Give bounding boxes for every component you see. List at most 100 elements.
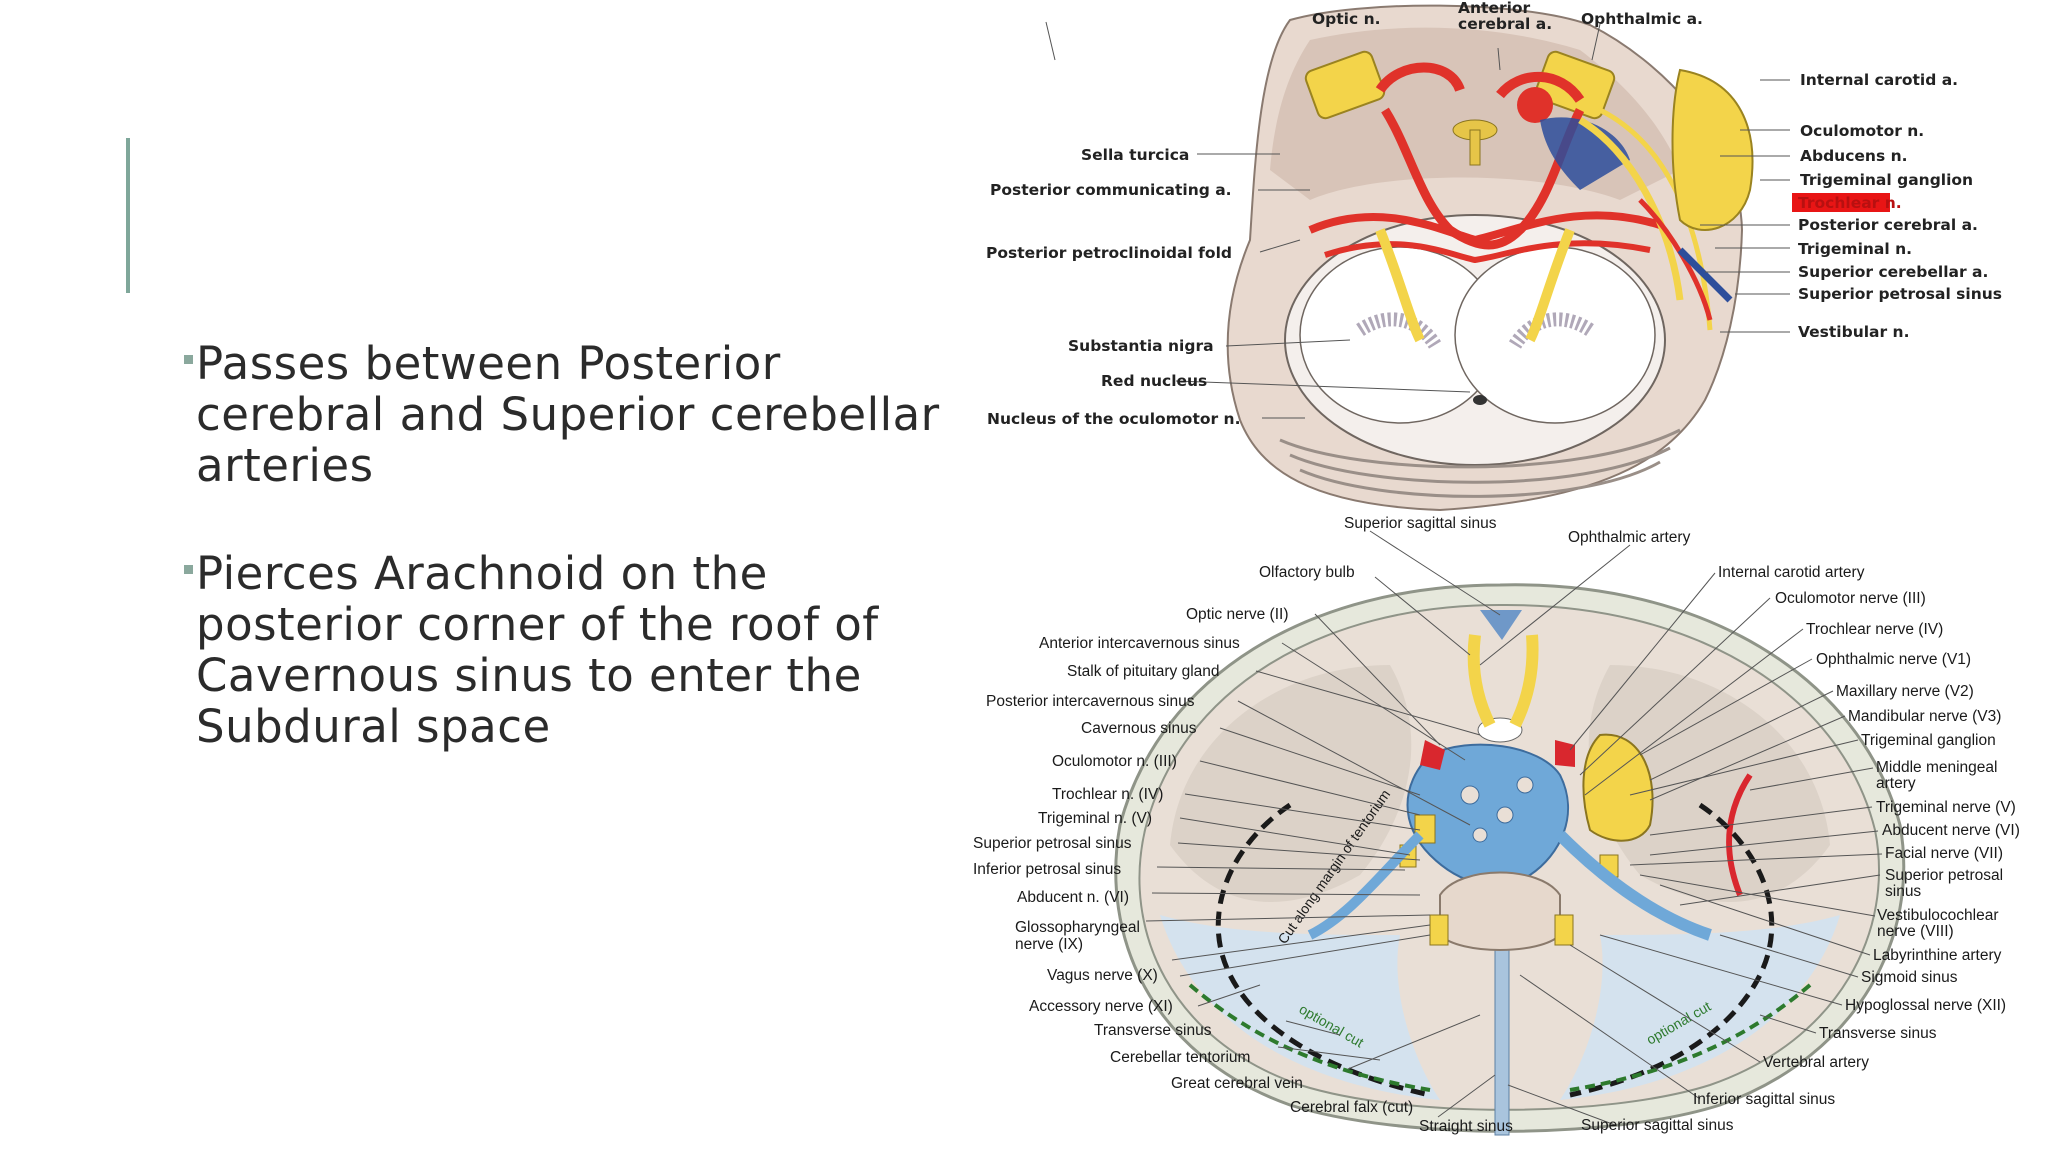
leader-line: [1179, 934, 1431, 977]
label-inferior-petrosal-sinus: Inferior petrosal sinus: [973, 861, 1121, 878]
leader-line: [1369, 530, 1501, 616]
label-oculomotor-n-iii: Oculomotor n. (III): [1052, 753, 1177, 770]
trigeminal-ganglion: [1582, 733, 1654, 842]
leader-line: [1045, 21, 1056, 61]
internal-carotid-right: [1555, 740, 1575, 767]
leader-line: [1347, 1014, 1481, 1070]
leader-line: [1584, 628, 1804, 796]
label-sigmoid-sinus: Sigmoid sinus: [1861, 969, 1958, 986]
label-glossopharyngeal: Glossopharyngeal: [1015, 919, 1140, 936]
bullet-list: Passes between Posterior cerebral and Su…: [184, 338, 944, 809]
label-posterior-petroclinoidal: Posterior petroclinoidal fold: [986, 244, 1232, 262]
label-straight-sinus: Straight sinus: [1419, 1118, 1513, 1135]
label-abducent-nerve-vi: Abducent nerve (VI): [1882, 822, 2020, 839]
nerve-stump: [1429, 914, 1449, 946]
leader-line: [1629, 739, 1859, 796]
leader-line: [1197, 984, 1261, 1007]
sigmoid-sinus-right: [1555, 830, 1712, 941]
accent-bar: [126, 138, 130, 293]
leader-line: [1156, 866, 1406, 871]
leader-line: [1437, 1074, 1496, 1118]
leader-line: [1679, 874, 1881, 906]
label-nerve-viii: nerve (VIII): [1877, 923, 1954, 940]
label-sinus: sinus: [1885, 883, 1921, 900]
label-trochlear-n-iv: Trochlear n. (IV): [1052, 786, 1163, 803]
trochlear-nerve: [1598, 107, 1713, 331]
leader-line: [1649, 806, 1873, 836]
label-anterior: Anterior: [1458, 0, 1531, 17]
label-middle-meningeal: Middle meningeal: [1876, 759, 1998, 776]
sinus-opening: [1472, 827, 1488, 843]
label-superior-sagittal-sinus-top: Superior sagittal sinus: [1344, 515, 1497, 532]
straight-sinus: [1494, 934, 1510, 1136]
leader-line: [1184, 793, 1421, 831]
leader-line: [1145, 914, 1431, 922]
leader-line: [1569, 572, 1716, 751]
leader-line: [1591, 23, 1601, 61]
label-stalk-pituitary: Stalk of pituitary gland: [1067, 663, 1220, 680]
optional-cut-right: [1569, 983, 1812, 1092]
label-mandibular-nerve: Mandibular nerve (V3): [1848, 708, 2001, 725]
label-inferior-sagittal-sinus: Inferior sagittal sinus: [1693, 1091, 1835, 1108]
label-hypoglossal-nerve: Hypoglossal nerve (XII): [1845, 997, 2006, 1014]
figure-cranial-fossa: Cut along margin of tentorium optional c…: [960, 515, 2048, 1152]
label-trigeminal-n-v: Trigeminal n. (V): [1038, 810, 1152, 827]
olfactory-bulb-right: [1509, 634, 1539, 728]
leader-line: [1639, 874, 1876, 917]
transverse-sinus-right-region: [1560, 915, 1840, 1100]
leader-line: [1314, 613, 1441, 746]
brainstem-band: [1289, 446, 1671, 484]
label-posterior-intercavernous-sinus: Posterior intercavernous sinus: [986, 693, 1195, 710]
leader-line: [1579, 597, 1771, 776]
label-cavernous-sinus: Cavernous sinus: [1081, 720, 1197, 737]
trochlear-highlight: [1792, 193, 1890, 212]
leader-line: [1259, 239, 1301, 253]
label-cerebral-a: cerebral a.: [1458, 15, 1552, 33]
oculomotor-nerve-right: [1525, 228, 1575, 343]
label-red-nucleus: Red nucleus: [1101, 372, 1207, 390]
oculomotor-nerve-left: [1375, 228, 1425, 343]
nerve-stump: [1554, 914, 1574, 946]
leader-line: [1649, 715, 1846, 801]
label-oculomotor-nerve-iii: Oculomotor nerve (III): [1775, 590, 1926, 607]
posterior-cerebral-artery: [1308, 211, 1662, 245]
leader-line: [1219, 727, 1421, 796]
leader-line: [1225, 339, 1351, 347]
label-great-cerebral-vein: Great cerebral vein: [1171, 1075, 1303, 1092]
label-substantia-nigra: Substantia nigra: [1068, 337, 1214, 355]
bullet-marker: [184, 565, 193, 574]
leader-line: [1479, 544, 1631, 666]
sinus-opening: [1496, 806, 1514, 824]
sinus-opening: [1460, 785, 1480, 805]
brainstem-band: [1279, 428, 1681, 469]
label-trigeminal-ganglion: Trigeminal ganglion: [1800, 171, 1973, 189]
label-posterior-cerebral: Posterior cerebral a.: [1798, 216, 1978, 234]
leader-line: [1171, 924, 1431, 961]
carotid-cut-end: [1517, 87, 1553, 123]
leader-line: [1151, 892, 1421, 896]
internal-carotid-right: [1496, 71, 1585, 104]
leader-line: [1599, 934, 1843, 1006]
label-maxillary-nerve: Maxillary nerve (V2): [1836, 683, 1974, 700]
label-facial-nerve-vii: Facial nerve (VII): [1885, 845, 2003, 862]
label-superior-cerebellar: Superior cerebellar a.: [1798, 263, 1988, 281]
leader-line: [1374, 576, 1471, 656]
brainstem-cut: [1439, 871, 1561, 951]
label-cerebellar-tentorium: Cerebellar tentorium: [1110, 1049, 1250, 1066]
leader-line: [1237, 700, 1471, 826]
label-artery: artery: [1876, 775, 1916, 792]
leader-line: [1749, 767, 1874, 791]
leader-line: [1255, 670, 1481, 736]
leader-line: [1629, 853, 1883, 866]
label-superior-sagittal-sinus-bottom: Superior sagittal sinus: [1581, 1117, 1734, 1134]
bullet-text: Passes between Posterior cerebral and Su…: [196, 337, 940, 492]
posterior-communicating-artery: [1381, 107, 1585, 250]
cerebral-aqueduct: [1473, 395, 1487, 405]
transverse-sinus-left-region: [1160, 915, 1440, 1100]
abducens-nerve: [1578, 116, 1684, 301]
label-nerve-ix: nerve (IX): [1015, 936, 1083, 953]
label-transverse-sinus-right: Transverse sinus: [1819, 1025, 1937, 1042]
label-oculomotor-n: Oculomotor n.: [1800, 122, 1924, 140]
label-accessory-nerve: Accessory nerve (XI): [1029, 998, 1173, 1015]
